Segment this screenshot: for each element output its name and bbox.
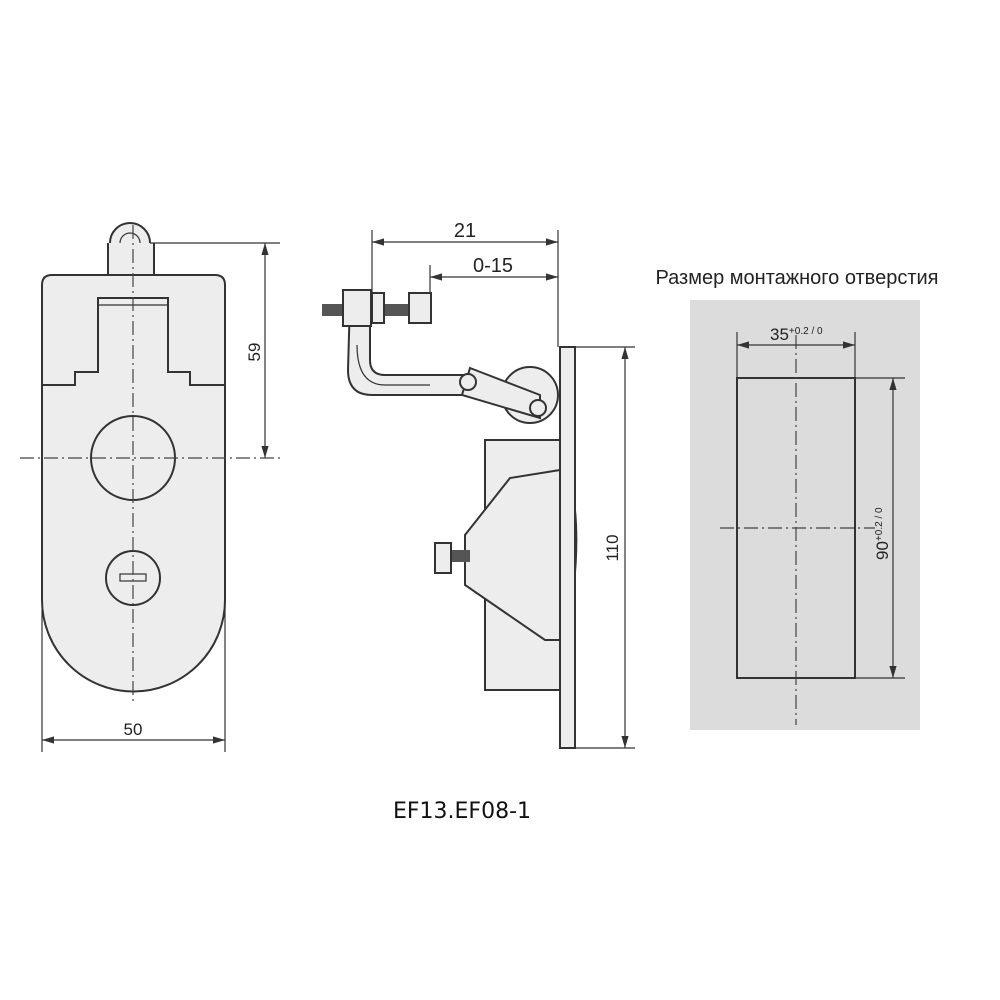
dim-35-label: 35+0.2 / 0 (770, 325, 823, 344)
side-view: 21 0-15 110 (322, 220, 635, 749)
dim-59-label: 59 (245, 343, 264, 362)
cam (464, 468, 561, 641)
front-view: 59 50 (20, 222, 280, 752)
cam-bolt (434, 542, 452, 574)
panel-background (690, 300, 920, 730)
dim-50-label: 50 (124, 720, 143, 739)
dim-90-tolerance: +0.2 / 0 (874, 507, 885, 541)
dim-21-label: 21 (454, 220, 476, 242)
dim-90-label: 90+0.2 / 0 (873, 507, 892, 560)
dim-0-15-label: 0-15 (473, 255, 513, 277)
front-plate (559, 346, 576, 749)
dim-110-label: 110 (603, 534, 622, 561)
dim-35-tolerance: +0.2 / 0 (789, 326, 823, 337)
nut (408, 292, 432, 324)
mounting-cutout: Размер монтажного отверстия 35+0.2 / 0 9… (655, 267, 939, 730)
cutout-title: Размер монтажного отверстия (655, 267, 938, 289)
model-caption: EF13.EF08-1 (393, 799, 531, 824)
